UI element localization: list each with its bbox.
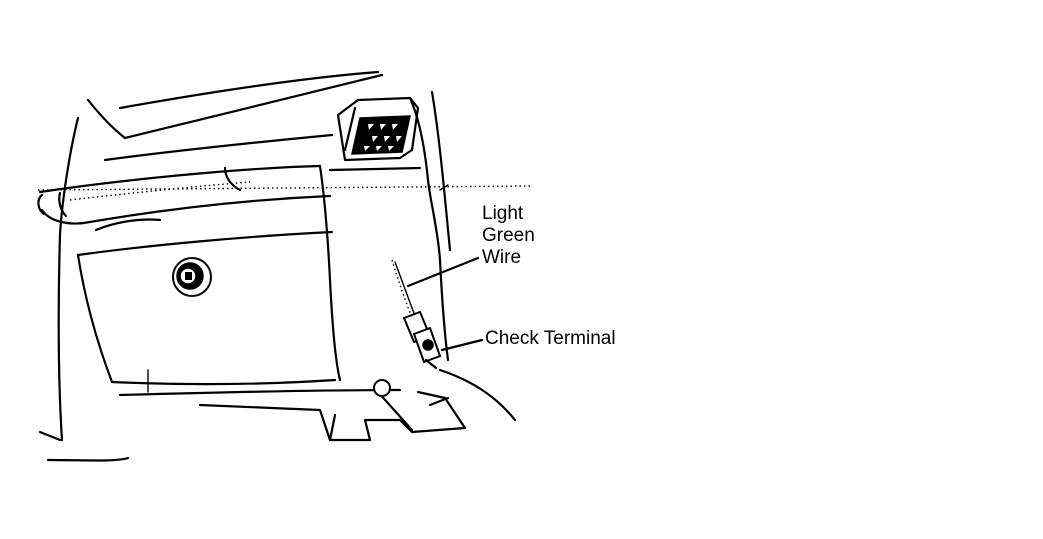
light-green-wire-label: Light Green Wire — [482, 203, 535, 269]
green-wire — [391, 259, 416, 319]
lock-icon — [172, 257, 212, 297]
wire-label-line2: Green — [482, 225, 535, 246]
glove-box-door — [76, 218, 402, 397]
wire-label-line3: Wire — [482, 247, 522, 268]
check-terminal-connector — [402, 310, 442, 370]
dashboard-outline — [38, 70, 384, 462]
leader-lines — [406, 256, 484, 352]
wire-label-line1: Light — [482, 203, 524, 224]
side-panel — [318, 90, 517, 422]
check-terminal-label: Check Terminal — [485, 328, 616, 349]
air-vent — [328, 96, 422, 172]
lower-bracket — [198, 379, 467, 442]
upper-trim-bar — [37, 164, 531, 225]
